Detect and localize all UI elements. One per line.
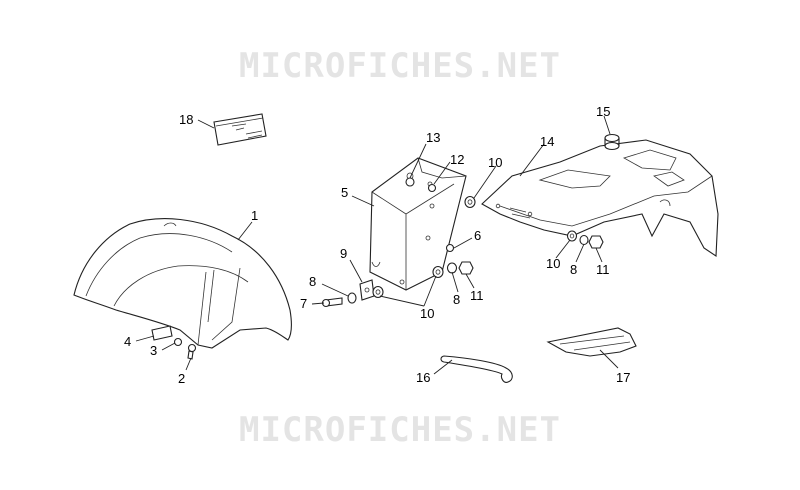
part-15-cap (604, 133, 620, 151)
part-11-nut-mid (458, 261, 474, 275)
part-10-grommet-right (566, 230, 578, 242)
callout-8-right: 8 (570, 262, 577, 277)
part-8-washer-left (347, 292, 357, 304)
part-16-hook-wrench (440, 355, 513, 383)
watermark-top: MICROFICHES.NET (238, 46, 562, 86)
part-10-grommet-upper (464, 195, 476, 209)
part-5-rear-bracket (369, 157, 467, 291)
callout-10-right: 10 (546, 256, 560, 271)
callout-13: 13 (426, 130, 440, 145)
part-13-screw (405, 177, 415, 187)
part-8-washer-mid (446, 262, 458, 274)
callout-11-right: 11 (596, 262, 610, 277)
part-9-clip (359, 279, 375, 301)
callout-6: 6 (474, 228, 481, 243)
callout-1: 1 (251, 208, 258, 223)
callout-5: 5 (341, 185, 348, 200)
part-10-grommet-mid (432, 265, 444, 279)
part-7-bolt (321, 297, 343, 308)
part-10-grommet-left (372, 285, 384, 299)
part-1-front-mudguard (73, 218, 292, 349)
part-8-washer-right (579, 234, 589, 246)
callout-16: 16 (416, 370, 430, 385)
callout-2: 2 (178, 371, 185, 386)
leader-lines (135, 115, 619, 375)
callout-9: 9 (340, 246, 347, 261)
watermark-bottom: MICROFICHES.NET (238, 410, 562, 450)
part-12-nut (427, 183, 437, 193)
callout-11-mid: 11 (470, 288, 484, 303)
part-18-manual (213, 113, 267, 146)
part-3-washer (173, 337, 183, 347)
part-6-screw (445, 243, 455, 253)
callout-3: 3 (150, 343, 157, 358)
callout-17: 17 (616, 370, 630, 385)
part-2-screw (187, 343, 197, 360)
callout-10-upper: 10 (488, 155, 502, 170)
callout-18: 18 (179, 112, 193, 127)
callout-14: 14 (540, 134, 554, 149)
callout-12: 12 (450, 152, 464, 167)
callout-4: 4 (124, 334, 131, 349)
callout-10-lower: 10 (420, 306, 434, 321)
callout-15: 15 (596, 104, 610, 119)
callout-8-left: 8 (309, 274, 316, 289)
part-17-tool-pouch (546, 327, 637, 357)
callout-7: 7 (300, 296, 307, 311)
callout-8-mid: 8 (453, 292, 460, 307)
part-4-bracket (151, 325, 173, 341)
part-11-nut-right (588, 235, 604, 249)
